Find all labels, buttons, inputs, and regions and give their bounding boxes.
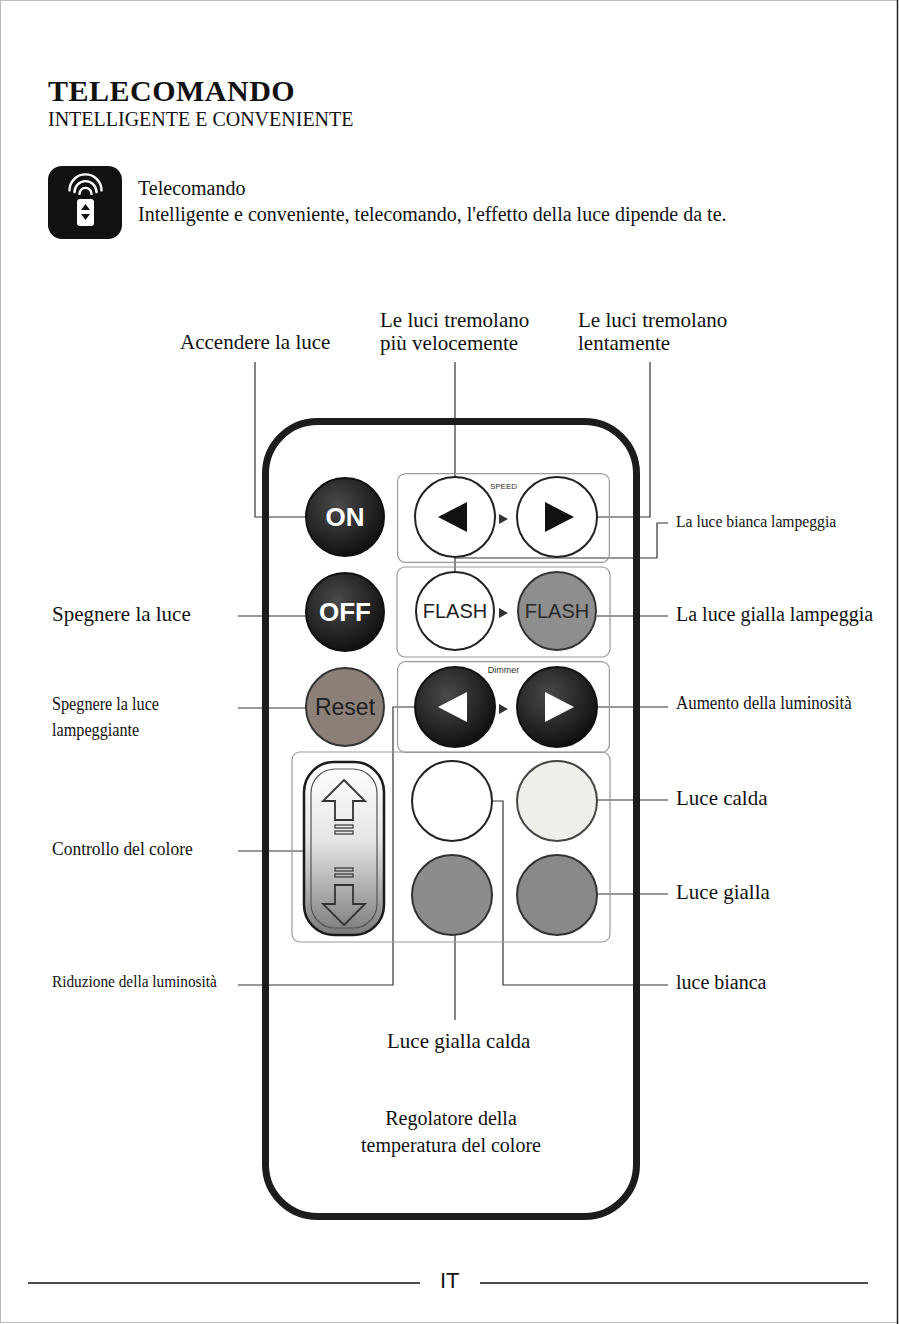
callout: Spegnere la luce lampeggiante [52, 691, 165, 743]
remote-body: Regolatore della temperatura del colore O… [262, 418, 640, 1220]
button-group: Dimmer [397, 661, 610, 753]
callout: Luce calda [676, 786, 768, 810]
icon-background [48, 166, 122, 239]
footer-rule [28, 1282, 420, 1284]
title: TELECOMANDO [48, 74, 295, 108]
separator-arrow [499, 514, 508, 524]
arrow-bar [335, 831, 353, 834]
subtitle: INTELLIGENTE E CONVENIENTE [48, 108, 353, 131]
group-outline [292, 752, 610, 942]
arrow-symbol [545, 502, 574, 532]
callout: Luce gialla calda [387, 1029, 530, 1053]
callout: Spegnere la luce [52, 602, 191, 626]
leader-line [597, 615, 668, 616]
button-circle [306, 478, 384, 556]
color-button [412, 855, 492, 935]
color-rocker [304, 762, 384, 935]
button-label: ON [305, 477, 385, 557]
separator-arrow [499, 608, 508, 618]
button-circle [306, 668, 384, 746]
icon-arrow [81, 214, 90, 220]
arrow-bar [335, 874, 353, 877]
arrow-symbol [545, 692, 574, 722]
footer-rule [480, 1282, 868, 1284]
remote-parts [292, 477, 610, 942]
button-circle [518, 572, 596, 650]
arrow-symbol [438, 502, 467, 532]
button-label: Reset [305, 667, 385, 747]
icon-remote [77, 199, 94, 226]
group-label: Dimmer [397, 665, 610, 676]
icon-heading: Telecomando [138, 177, 245, 200]
rocker-inner [311, 769, 377, 928]
remote-outline [266, 422, 637, 1217]
button-circle [416, 572, 494, 650]
callout: Le luci tremolano più velocemente [380, 309, 555, 355]
language-code: IT [440, 1268, 460, 1293]
power-button: OFF [305, 572, 385, 652]
group-label: SPEED [397, 482, 610, 492]
callout: luce bianca [676, 971, 767, 994]
button-group: SPEED [397, 473, 610, 563]
button-label: OFF [305, 572, 385, 652]
callout: Luce gialla [676, 880, 770, 904]
button-label: FLASH [517, 571, 597, 651]
speed-button [517, 477, 597, 557]
button-label: FLASH [415, 571, 495, 651]
down-arrow [323, 885, 365, 925]
color-button [412, 761, 492, 841]
leader-lines [238, 362, 668, 1020]
dimmer-button [517, 667, 597, 747]
flash-button: FLASH [415, 571, 495, 651]
page-edge [897, 0, 899, 1324]
callout: La luce gialla lampeggia [676, 603, 873, 626]
remote-icon [48, 166, 122, 239]
button-circle [306, 573, 384, 651]
leader-line [597, 706, 668, 707]
group-outline [398, 662, 610, 753]
separator-arrow [499, 704, 508, 714]
remote-caption: Regolatore della temperatura del colore [351, 1105, 551, 1159]
intro-text: Intelligente e conveniente, telecomando,… [138, 203, 727, 226]
icon-wave [80, 188, 92, 194]
icon-arrow [81, 204, 90, 210]
arrow-symbol [438, 692, 467, 722]
callout: Aumento della luminosità [676, 693, 852, 714]
color-button [517, 855, 597, 935]
icon-wave [75, 181, 97, 192]
icon-wave [70, 174, 102, 190]
leader-line [238, 707, 306, 708]
flash-button: FLASH [517, 571, 597, 651]
callout: Le luci tremolano lentamente [578, 309, 753, 355]
reset-button: Reset [305, 667, 385, 747]
callout: Controllo del colore [52, 838, 193, 860]
arrow-bar [335, 868, 353, 871]
dimmer-button [415, 667, 495, 747]
speed-button [415, 477, 495, 557]
power-button: ON [305, 477, 385, 557]
callout: Accendere la luce [180, 330, 330, 354]
group-outline [397, 567, 610, 657]
up-arrow [323, 780, 365, 820]
callout: La luce bianca lampeggia [676, 512, 836, 532]
color-button [517, 761, 597, 841]
arrow-bar [335, 825, 353, 828]
leader-line [238, 615, 306, 616]
callout: Riduzione della luminosità [52, 972, 217, 992]
group-outline [398, 474, 610, 563]
